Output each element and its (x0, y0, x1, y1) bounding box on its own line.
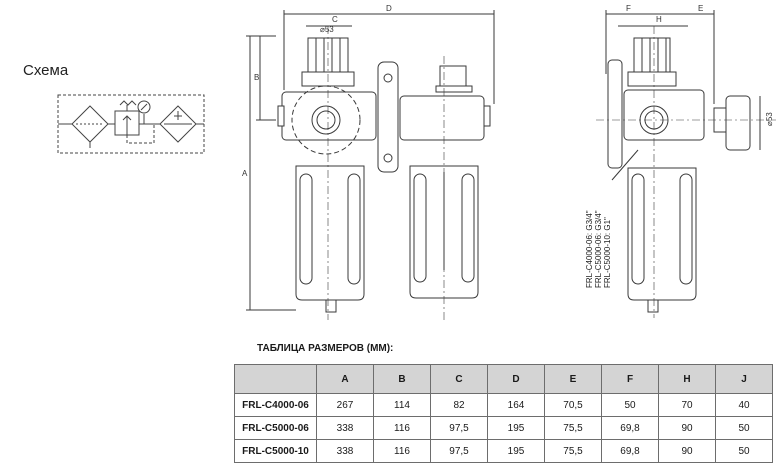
dim-label-f: F (626, 4, 631, 13)
cell-a: 267 (316, 393, 374, 417)
table-row: FRL-C5000-06 338 116 97,5 195 75,5 69,8 … (234, 416, 773, 440)
table-header-row: A B C D E F H J (234, 364, 773, 394)
header-f: F (601, 364, 659, 394)
cell-f: 69,8 (601, 439, 659, 463)
header-b: B (373, 364, 431, 394)
cell-e: 75,5 (544, 439, 602, 463)
cell-h: 90 (658, 439, 716, 463)
cell-a: 338 (316, 416, 374, 440)
header-a: A (316, 364, 374, 394)
cell-d: 195 (487, 416, 545, 440)
table-row: FRL-C4000-06 267 114 82 164 70,5 50 70 4… (234, 393, 773, 417)
cell-j: 50 (715, 439, 773, 463)
row-model: FRL-C5000-10 (234, 439, 317, 463)
row-model: FRL-C4000-06 (234, 393, 317, 417)
cell-d: 164 (487, 393, 545, 417)
dim-label-phi-c: ⌀53 (320, 25, 334, 34)
port-label-c5000-06: FRL-C5000-06: G3/4" (594, 210, 603, 288)
cell-c: 97,5 (430, 439, 488, 463)
dim-label-e: E (698, 4, 703, 13)
cell-j: 40 (715, 393, 773, 417)
cell-c: 82 (430, 393, 488, 417)
cell-b: 114 (373, 393, 431, 417)
cell-f: 69,8 (601, 416, 659, 440)
row-model: FRL-C5000-06 (234, 416, 317, 440)
cell-e: 70,5 (544, 393, 602, 417)
dimensions-table: A B C D E F H J FRL-C4000-06 267 114 82 … (234, 364, 773, 463)
dim-label-a: A (242, 169, 248, 178)
port-label-c5000-10: FRL-C5000-10: G1" (603, 217, 612, 288)
header-c: C (430, 364, 488, 394)
pneumatic-schematic (57, 94, 205, 154)
cell-h: 90 (658, 416, 716, 440)
cell-e: 75,5 (544, 416, 602, 440)
frl-unit-drawing: A B D C ⌀53 F E H ⌀53 FRL-C4000-06: G3/4… (242, 4, 776, 320)
cell-b: 116 (373, 416, 431, 440)
cell-d: 195 (487, 439, 545, 463)
dim-label-b: B (254, 73, 259, 82)
cell-h: 70 (658, 393, 716, 417)
header-e: E (544, 364, 602, 394)
header-j: J (715, 364, 773, 394)
dim-label-c: C (332, 15, 338, 24)
schema-title: Схема (23, 62, 69, 79)
cell-c: 97,5 (430, 416, 488, 440)
cell-f: 50 (601, 393, 659, 417)
header-d: D (487, 364, 545, 394)
header-model (234, 364, 317, 394)
table-row: FRL-C5000-10 338 116 97,5 195 75,5 69,8 … (234, 439, 773, 463)
table-caption: ТАБЛИЦА РАЗМЕРОВ (ММ): (257, 343, 394, 354)
port-label-c4000-06: FRL-C4000-06: G3/4" (585, 210, 594, 288)
dim-label-phi-side: ⌀53 (765, 112, 774, 126)
dim-label-d: D (386, 4, 392, 13)
cell-a: 338 (316, 439, 374, 463)
cell-j: 50 (715, 416, 773, 440)
header-h: H (658, 364, 716, 394)
dim-label-h: H (656, 15, 662, 24)
cell-b: 116 (373, 439, 431, 463)
